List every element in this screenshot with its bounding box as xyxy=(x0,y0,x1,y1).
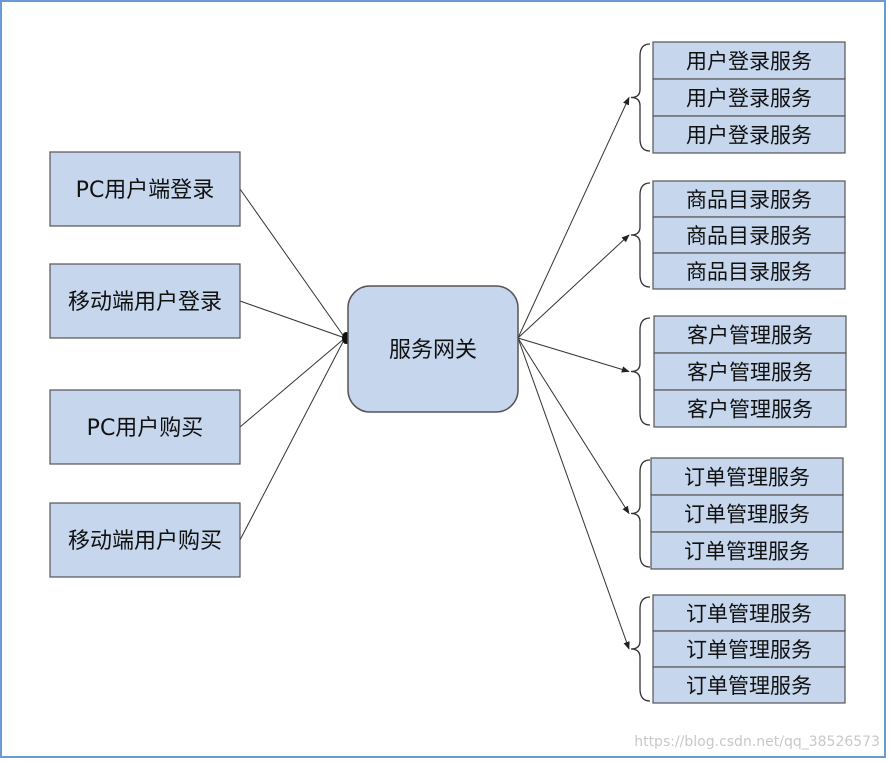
service-box xyxy=(652,630,846,668)
client-label: 移动端用户购买 xyxy=(68,529,222,554)
service-groups: 用户登录服务用户登录服务用户登录服务商品目录服务商品目录服务商品目录服务客户管理… xyxy=(630,41,847,704)
client-box xyxy=(49,502,241,578)
gateway-connector xyxy=(517,337,630,515)
service-label: 订单管理服务 xyxy=(684,503,810,527)
service-box xyxy=(652,216,846,254)
client-label: PC用户购买 xyxy=(87,416,204,441)
client-connector xyxy=(239,300,346,339)
service-box xyxy=(650,531,844,570)
gateway-connector xyxy=(517,96,630,339)
service-box xyxy=(652,41,846,80)
client-node: 移动端用户登录 xyxy=(49,263,241,339)
service-box xyxy=(652,180,846,218)
service-label: 用户登录服务 xyxy=(686,87,812,111)
group-brace xyxy=(630,596,651,702)
service-label: 订单管理服务 xyxy=(686,638,812,662)
service-box xyxy=(652,594,846,632)
client-label: PC用户端登录 xyxy=(76,178,215,203)
client-box xyxy=(49,389,241,465)
service-box xyxy=(652,666,846,704)
client-box xyxy=(49,151,241,227)
service-label: 订单管理服务 xyxy=(684,466,810,490)
group-brace xyxy=(630,459,651,568)
gateway-node: 服务网关 xyxy=(347,285,519,413)
service-label: 商品目录服务 xyxy=(686,224,812,248)
service-box xyxy=(650,457,844,496)
service-box xyxy=(652,252,846,290)
service-box xyxy=(653,352,847,391)
client-node: 移动端用户购买 xyxy=(49,502,241,578)
service-box xyxy=(652,78,846,117)
service-label: 商品目录服务 xyxy=(686,260,812,284)
client-node: PC用户购买 xyxy=(49,389,241,465)
group-brace xyxy=(630,182,651,288)
client-label: 移动端用户登录 xyxy=(68,290,222,315)
service-label: 商品目录服务 xyxy=(686,188,812,212)
gateway-label: 服务网关 xyxy=(389,338,477,363)
client-node: PC用户端登录 xyxy=(49,151,241,227)
client-connector xyxy=(239,188,346,339)
watermark-text: https://blog.csdn.net/qq_38526573 xyxy=(634,734,880,750)
service-box xyxy=(650,494,844,533)
service-label: 用户登录服务 xyxy=(686,124,812,148)
service-label: 订单管理服务 xyxy=(686,674,812,698)
service-box xyxy=(652,115,846,154)
service-label: 客户管理服务 xyxy=(687,324,813,348)
service-label: 客户管理服务 xyxy=(687,361,813,385)
group-brace xyxy=(630,43,651,152)
gateway-connector xyxy=(517,337,630,373)
connector-lines xyxy=(239,96,630,650)
service-box xyxy=(653,389,847,428)
client-connector xyxy=(239,337,346,541)
service-label: 订单管理服务 xyxy=(686,602,812,626)
gateway-box xyxy=(347,285,519,413)
service-label: 用户登录服务 xyxy=(686,50,812,74)
service-label: 订单管理服务 xyxy=(684,540,810,564)
service-box xyxy=(653,315,847,354)
client-connector xyxy=(239,337,346,428)
gateway-connector xyxy=(517,337,630,650)
client-box xyxy=(49,263,241,339)
service-label: 客户管理服务 xyxy=(687,398,813,422)
gateway-connector xyxy=(517,234,630,339)
group-brace xyxy=(630,317,651,426)
